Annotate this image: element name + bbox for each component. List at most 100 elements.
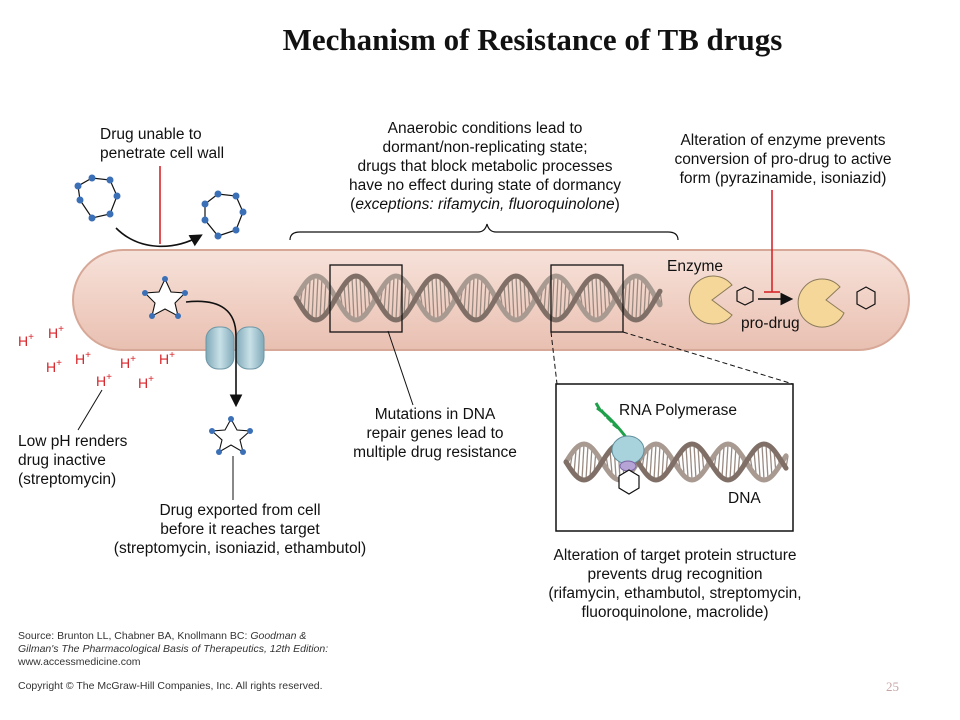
- cell-dna-base-pair: [475, 275, 479, 321]
- inset-dna-helix: [563, 441, 789, 483]
- inset-dna-base-pair: [733, 446, 737, 478]
- proton-4-charge: +: [85, 350, 91, 361]
- drug-molecule-inside: [142, 276, 188, 319]
- proton-3: H+: [46, 358, 62, 375]
- ph-line-1: Low pH renders: [18, 433, 128, 450]
- inset-dna-strand-a: [563, 441, 789, 483]
- target-alteration-line-3: (rifamycin, ethambutol, streptomycin,: [548, 585, 802, 602]
- drug-molecule-exported: [209, 416, 253, 455]
- dormancy-bracket: [289, 223, 679, 241]
- exceptions-word: exceptions: [355, 196, 430, 213]
- exceptions-drugs: : rifamycin, fluoroquinolone: [429, 196, 615, 213]
- drug-binding-site: [619, 460, 637, 472]
- target-alteration-line-4: fluoroquinolone, macrolide): [581, 604, 769, 621]
- cell-dna-base-pair: [319, 277, 323, 319]
- page-title: Mechanism of Resistance of TB drugs: [282, 22, 783, 57]
- cell-dna-base-pair: [551, 277, 555, 319]
- target-alteration-line-1: Alteration of target protein structure: [553, 547, 797, 564]
- inset-dna-base-pair: [657, 444, 661, 480]
- rna-polymerase-shape: [611, 435, 645, 465]
- cell-dna-base-pair: [555, 275, 559, 321]
- zoom-line-right: [622, 331, 794, 385]
- inset-dna-base-pair: [721, 446, 725, 478]
- cell-dna-base-pair: [303, 285, 307, 311]
- proton-4-symbol: H: [75, 351, 86, 367]
- drug-molecule-outside: [74, 174, 121, 222]
- cell-dna-strand-b: [293, 273, 663, 323]
- proton-7-symbol: H: [138, 375, 149, 391]
- cell-dna-base-pair: [435, 275, 439, 321]
- proton-6: H+: [120, 354, 136, 371]
- inset-dna-base-pair: [697, 446, 701, 478]
- cell-dna-base-pair: [395, 275, 399, 321]
- inset-dna-base-pair: [685, 446, 689, 478]
- mutations-line-2: repair genes lead to: [366, 425, 504, 442]
- proton-1-symbol: H: [18, 333, 29, 349]
- source-line-2: Gilman's The Pharmacological Basis of Th…: [18, 643, 328, 656]
- cell-dna-base-pair: [639, 277, 643, 319]
- ph-pointer: [77, 389, 103, 431]
- source-authors: Source: Brunton LL, Chabner BA, Knollman…: [18, 630, 251, 642]
- cell-dna-base-pair: [431, 277, 435, 319]
- mutations-line-3: multiple drug resistance: [353, 444, 517, 461]
- cell-dna-base-pair: [543, 285, 547, 311]
- proton-5-symbol: H: [96, 373, 107, 389]
- proton-8-charge: +: [169, 350, 175, 361]
- inset-dna-base-pair: [693, 444, 697, 480]
- proton-8: H+: [159, 350, 175, 367]
- proton-8-symbol: H: [159, 351, 170, 367]
- proton-1: H+: [18, 332, 34, 349]
- target-alteration-line-2: prevents drug recognition: [587, 566, 763, 583]
- cell-dna-base-pair: [391, 277, 395, 319]
- inset-dna-base-pair: [653, 444, 657, 480]
- cell-dna-base-pair: [635, 275, 639, 321]
- dna-box-right: [550, 264, 624, 333]
- cell-dna-base-pair: [595, 275, 599, 321]
- cell-dna-base-pair: [547, 280, 551, 316]
- cell-dna-base-pair: [599, 277, 603, 319]
- export-line-2: before it reaches target: [160, 521, 320, 538]
- proton-2: H+: [48, 324, 64, 341]
- copyright: Copyright © The McGraw-Hill Companies, I…: [18, 680, 323, 692]
- cell-dna-base-pair: [423, 285, 427, 311]
- proton-3-symbol: H: [46, 359, 57, 375]
- inset-dna-base-pair: [681, 450, 685, 474]
- cell-dna-base-pair: [315, 275, 319, 321]
- proton-7: H+: [138, 374, 154, 391]
- source-url: www.accessmedicine.com: [18, 656, 141, 668]
- cell-dna-base-pair: [519, 277, 523, 319]
- cell-dna-base-pair: [355, 275, 359, 321]
- dormancy-line-1: Anaerobic conditions lead to: [387, 120, 583, 137]
- cell-dna-base-pair: [515, 275, 519, 321]
- ph-line-3: (streptomycin): [18, 471, 117, 488]
- cell-dna-strand-a: [293, 273, 663, 323]
- inset-dna-base-pair: [577, 446, 581, 478]
- inset-dna-base-pair: [609, 450, 613, 474]
- proton-2-symbol: H: [48, 325, 59, 341]
- inset-dna-base-pair: [725, 444, 729, 480]
- drug-ring: [856, 286, 876, 310]
- cell-dna-base-pair: [623, 285, 627, 311]
- inset-dna-base-pair: [769, 446, 773, 478]
- rna-polymerase-label: RNA Polymerase: [619, 402, 738, 419]
- dormancy-line-2: dormant/non-replicating state;: [382, 139, 588, 156]
- mutations-label: Mutations in DNA repair genes lead to mu…: [330, 405, 540, 462]
- inset-dna-base-pair: [761, 444, 765, 480]
- cell-dna-base-pair: [351, 277, 355, 319]
- exceptions-open: (: [350, 196, 356, 213]
- inset-dna-base-pair: [765, 444, 769, 480]
- enzyme-alteration-line-1: Alteration of enzyme prevents: [680, 132, 886, 149]
- proton-3-charge: +: [56, 358, 62, 369]
- cell-dna-base-pair: [383, 285, 387, 311]
- dna-box-left: [329, 264, 403, 333]
- cell-dna-base-pair: [427, 280, 431, 316]
- export-label: Drug exported from cell before it reache…: [95, 501, 385, 558]
- bacterial-cell: [72, 249, 910, 351]
- dormancy-line-5: (exceptions: rifamycin, fluoroquinolone): [300, 195, 670, 214]
- proton-4: H+: [75, 350, 91, 367]
- proton-5: H+: [96, 372, 112, 389]
- inset-dna-base-pair: [753, 450, 757, 474]
- cell-dna-base-pair: [627, 280, 631, 316]
- enzyme-shape-altered: [797, 278, 845, 328]
